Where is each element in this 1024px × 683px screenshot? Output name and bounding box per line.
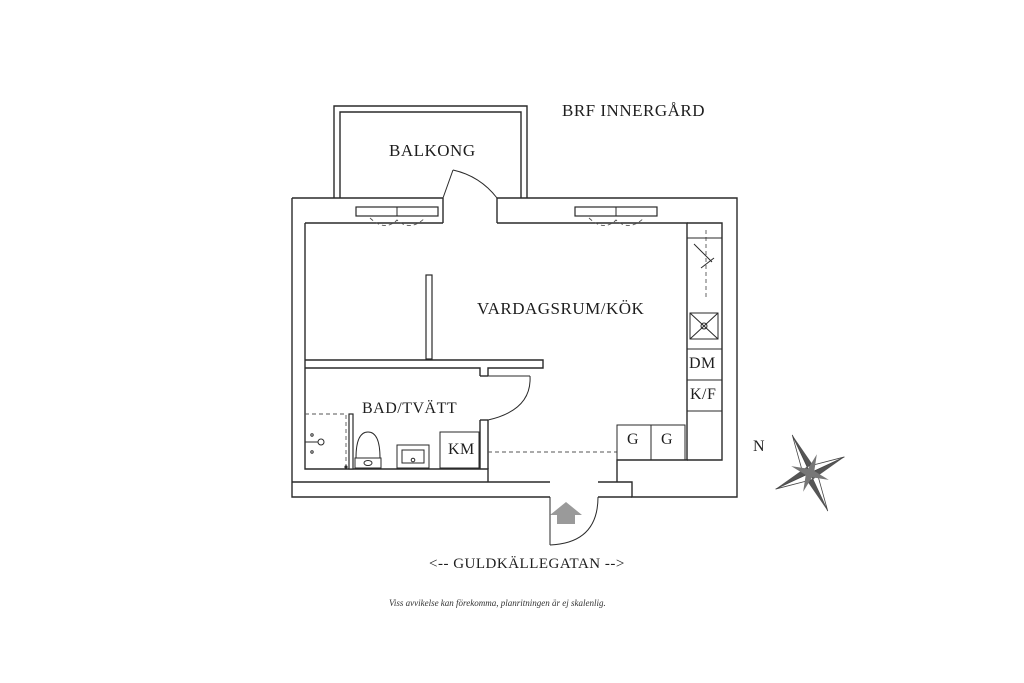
street-label: <-- GULDKÄLLEGATAN --> — [429, 556, 625, 572]
shower-area — [305, 413, 348, 469]
toilet — [354, 431, 382, 469]
stove-cabinets — [616, 424, 686, 461]
entrance-door[interactable] — [549, 496, 599, 546]
stove-left-label: G — [627, 431, 640, 448]
disclaimer-text: Viss avvikelse kan förekomma, planritnin… — [389, 598, 606, 608]
dishwasher-label: DM — [689, 355, 716, 372]
fridge-freezer-label: K/F — [690, 386, 717, 403]
association-label: BRF INNERGÅRD — [562, 101, 705, 120]
compass-rose — [775, 434, 845, 512]
window-left — [355, 206, 439, 226]
bath-laundry-label: BAD/TVÄTT — [362, 400, 458, 417]
window-right — [574, 206, 658, 226]
balcony-label: BALKONG — [389, 141, 476, 160]
living-kitchen-label: VARDAGSRUM/KÖK — [477, 299, 645, 318]
sink — [396, 444, 430, 469]
washing-machine-label: KM — [448, 441, 475, 458]
stove-right-label: G — [661, 431, 674, 448]
balcony — [333, 105, 528, 198]
bathroom-walls — [305, 359, 544, 469]
north-label: N — [753, 438, 766, 455]
washing-machine — [439, 431, 480, 469]
balcony-door[interactable] — [442, 169, 498, 199]
towel-rail — [348, 413, 354, 470]
entrance-arrow — [550, 502, 582, 524]
kitchen-counter — [686, 230, 723, 412]
outer-walls — [291, 197, 738, 498]
bathroom-door[interactable] — [487, 375, 531, 421]
partition-wall — [425, 274, 433, 360]
shower-head — [305, 433, 325, 454]
